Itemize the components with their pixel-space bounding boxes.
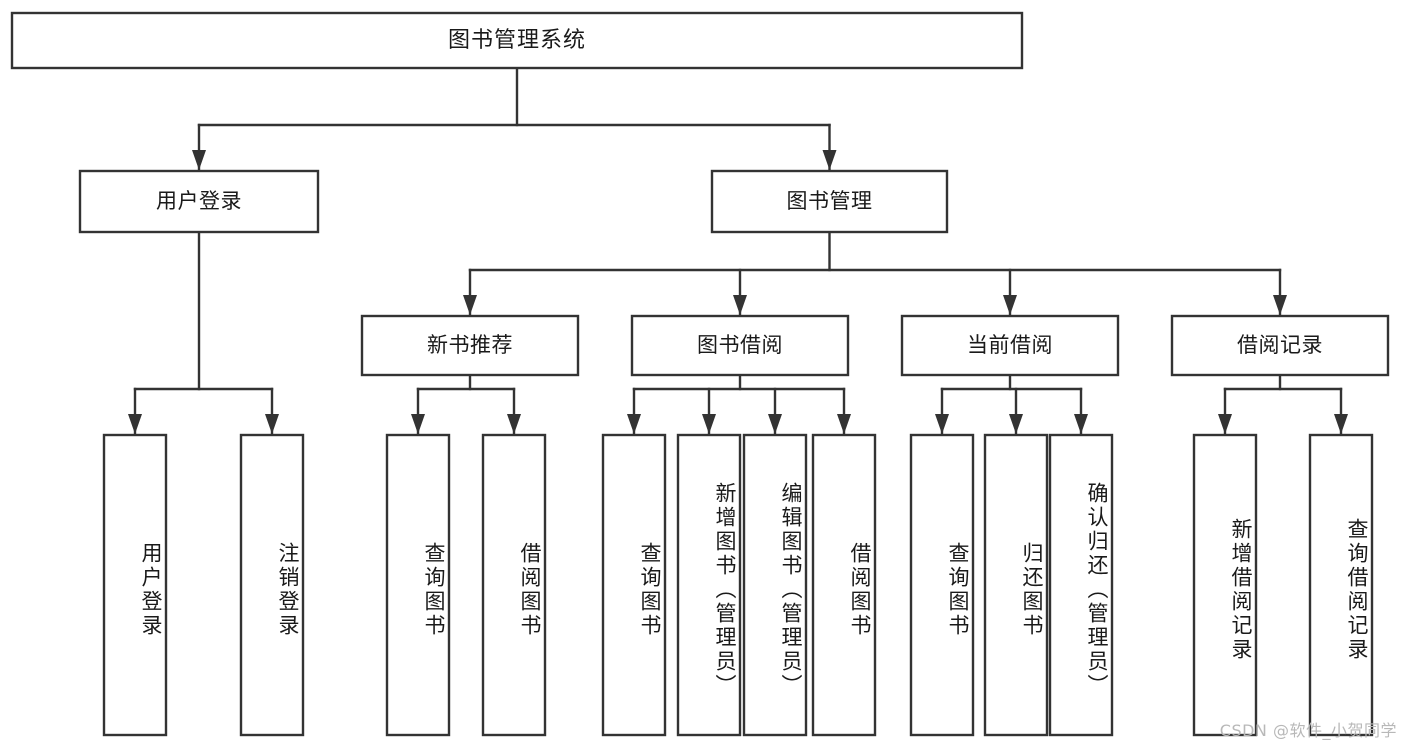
arrow-head-icon (822, 150, 837, 170)
watermark: CSDN @软件_小贺同学 (1219, 721, 1397, 740)
arrow-head-icon (1009, 414, 1023, 434)
arrow-head-icon (1003, 295, 1017, 315)
arrow-head-icon (935, 414, 949, 434)
arrow-head-icon (1218, 414, 1232, 434)
boxes-layer (10, 11, 1390, 737)
arrow-head-icon (837, 414, 851, 434)
node-box-current-borrow (900, 314, 1120, 377)
arrow-head-icon (411, 414, 425, 434)
node-box-leaf-logout (239, 433, 305, 737)
arrow-head-icon (768, 414, 782, 434)
node-box-leaf-query-book-current (909, 433, 975, 737)
node-box-leaf-confirm-return-admin (1048, 433, 1114, 737)
arrow-head-icon (733, 295, 747, 315)
node-box-leaf-borrow-book (811, 433, 877, 737)
arrow-head-icon (1074, 414, 1088, 434)
node-box-leaf-query-book-recommend (385, 433, 451, 737)
arrow-head-icon (1334, 414, 1348, 434)
node-box-user-login (78, 169, 320, 234)
node-box-borrow-record (1170, 314, 1390, 377)
arrow-head-icon (192, 150, 206, 170)
node-box-book-borrow (630, 314, 850, 377)
node-box-leaf-query-book-borrow (601, 433, 667, 737)
node-box-root (10, 11, 1024, 70)
node-box-new-book-recommend (360, 314, 580, 377)
arrow-head-icon (627, 414, 641, 434)
node-box-leaf-add-borrow-record (1192, 433, 1258, 737)
node-box-leaf-user-login (102, 433, 168, 737)
node-box-leaf-query-borrow-record (1308, 433, 1374, 737)
arrow-head-icon (1273, 295, 1287, 315)
arrow-head-icon (463, 295, 477, 315)
arrow-head-icon (507, 414, 521, 434)
node-box-leaf-edit-book-admin (742, 433, 808, 737)
node-box-leaf-return-book (983, 433, 1049, 737)
node-box-leaf-borrow-book-recommend (481, 433, 547, 737)
arrow-head-icon (265, 414, 279, 434)
arrow-head-icon (128, 414, 142, 434)
node-box-book-management (710, 169, 949, 234)
connectors-layer (128, 66, 1348, 435)
node-box-leaf-add-book-admin (676, 433, 742, 737)
arrow-head-icon (702, 414, 716, 434)
